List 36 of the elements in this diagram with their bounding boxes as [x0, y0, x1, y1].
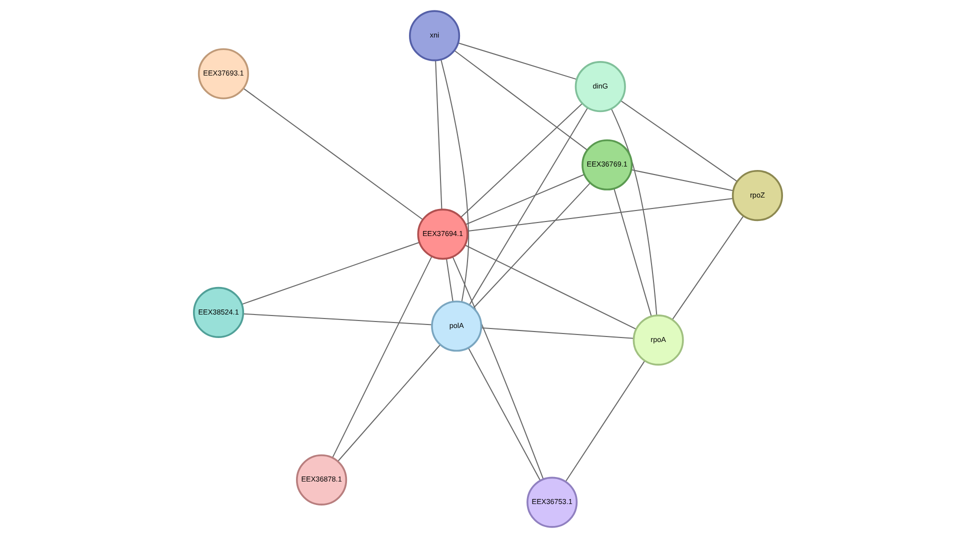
connector	[452, 256, 544, 480]
node-circle: xni	[409, 10, 460, 62]
connector	[460, 103, 583, 218]
node-circle: EEX37694.1	[417, 208, 468, 260]
connector	[332, 256, 432, 458]
node-circle: EEX36753.1	[526, 476, 578, 528]
connector	[458, 42, 577, 80]
connector	[440, 59, 470, 302]
connector	[468, 348, 541, 481]
connector	[468, 108, 588, 306]
connector	[565, 360, 646, 482]
connector	[620, 100, 738, 182]
connector	[337, 344, 441, 462]
connector	[243, 88, 424, 220]
connector	[435, 60, 442, 210]
connector	[242, 242, 420, 305]
connector	[473, 182, 590, 308]
node-circle: polA	[431, 300, 482, 352]
node-circle: EEX38524.1	[193, 286, 244, 338]
connector	[611, 108, 658, 316]
connector	[454, 50, 588, 150]
node-circle: dinG	[574, 61, 626, 112]
connector	[614, 188, 652, 316]
connector	[631, 169, 734, 192]
connector	[243, 313, 432, 326]
connector	[672, 216, 744, 320]
node-circle: EEX36769.1	[582, 139, 633, 190]
connector	[446, 258, 454, 302]
node-circle: EEX36878.1	[296, 454, 348, 506]
connector	[481, 327, 634, 339]
connector	[464, 244, 636, 330]
node-circle: rpoZ	[732, 170, 783, 222]
connector	[467, 198, 733, 232]
connector	[466, 174, 584, 225]
node-circle: rpoA	[632, 314, 684, 366]
node-circle: EEX37693.1	[198, 48, 250, 100]
